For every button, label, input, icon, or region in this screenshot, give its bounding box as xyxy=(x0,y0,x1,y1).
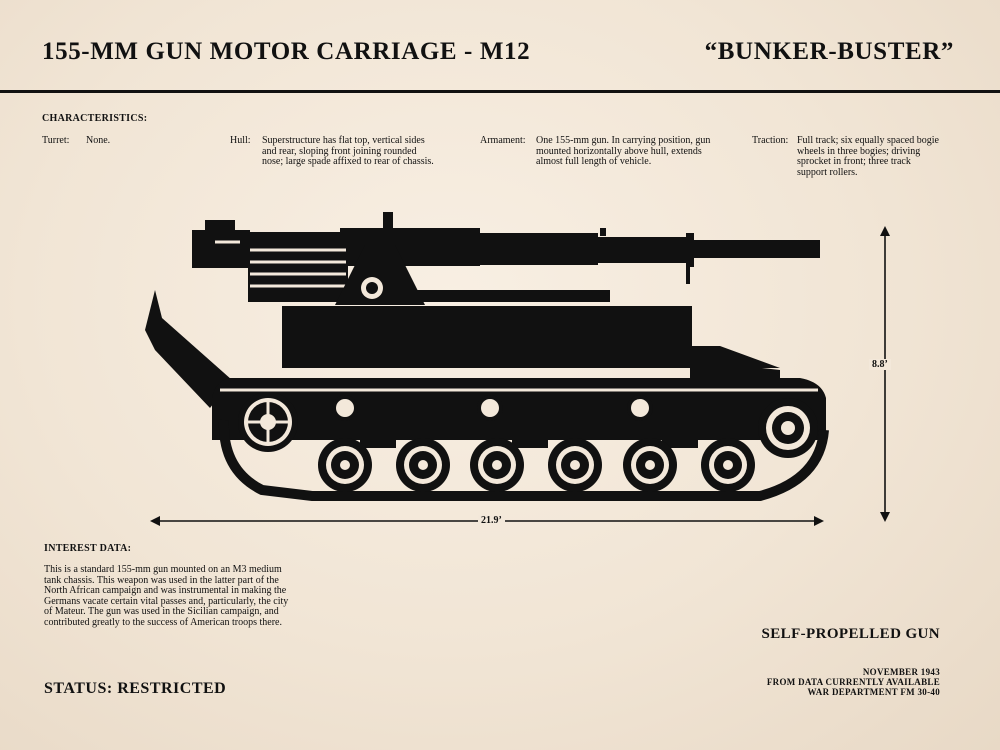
characteristics-row: Turret: None. Hull: Superstructure has f… xyxy=(0,135,1000,186)
gun-breech xyxy=(192,212,393,302)
page-title: 155-MM GUN MOTOR CARRIAGE - M12 xyxy=(42,38,531,65)
height-dimension-label: 8.8’ xyxy=(869,359,891,370)
traction-text: Full track; six equally spaced bogie whe… xyxy=(797,135,939,178)
idler-wheel xyxy=(238,392,298,452)
turret-text: None. xyxy=(86,135,111,146)
classification-label: SELF-PROPELLED GUN xyxy=(761,626,940,642)
bogie-wheel xyxy=(548,438,602,492)
traction-label: Traction: xyxy=(752,135,789,146)
bogie-wheel xyxy=(470,438,524,492)
gun-barrel xyxy=(340,228,820,284)
recoil-spade xyxy=(145,290,232,408)
bogie-suspensions xyxy=(360,408,698,448)
length-dimension-label: 21.9’ xyxy=(478,515,505,526)
drive-sprocket xyxy=(758,398,818,458)
bogie-wheel xyxy=(318,438,372,492)
bogie-wheel xyxy=(623,438,677,492)
track xyxy=(218,419,829,501)
source-block: NOVEMBER 1943 FROM DATA CURRENTLY AVAILA… xyxy=(767,667,940,697)
source-line-3: WAR DEPARTMENT FM 30-40 xyxy=(807,687,940,697)
status-label: STATUS: RESTRICTED xyxy=(44,680,227,697)
hull-label: Hull: xyxy=(230,135,251,146)
vehicle-nickname: “BUNKER-BUSTER” xyxy=(704,38,954,65)
bogie-wheel xyxy=(701,438,755,492)
bogie-wheels xyxy=(318,438,755,492)
gun-mount xyxy=(335,245,610,305)
breech-detail-lines xyxy=(215,240,346,288)
hull-text: Superstructure has flat top, vertical si… xyxy=(262,135,434,167)
hull-superstructure xyxy=(282,306,780,380)
source-line-2: FROM DATA CURRENTLY AVAILABLE xyxy=(766,677,940,687)
track-support-rollers xyxy=(332,395,653,421)
turret-label: Turret: xyxy=(42,135,70,146)
header-divider xyxy=(0,90,1000,93)
bogie-wheel xyxy=(396,438,450,492)
interest-heading: INTEREST DATA: xyxy=(44,543,132,554)
source-date: NOVEMBER 1943 xyxy=(862,667,940,677)
armament-label: Armament: xyxy=(480,135,526,146)
interest-text: This is a standard 155-mm gun mounted on… xyxy=(44,564,289,628)
armament-text: One 155-mm gun. In carrying position, gu… xyxy=(536,135,711,167)
characteristics-heading: CHARACTERISTICS: xyxy=(42,113,148,124)
